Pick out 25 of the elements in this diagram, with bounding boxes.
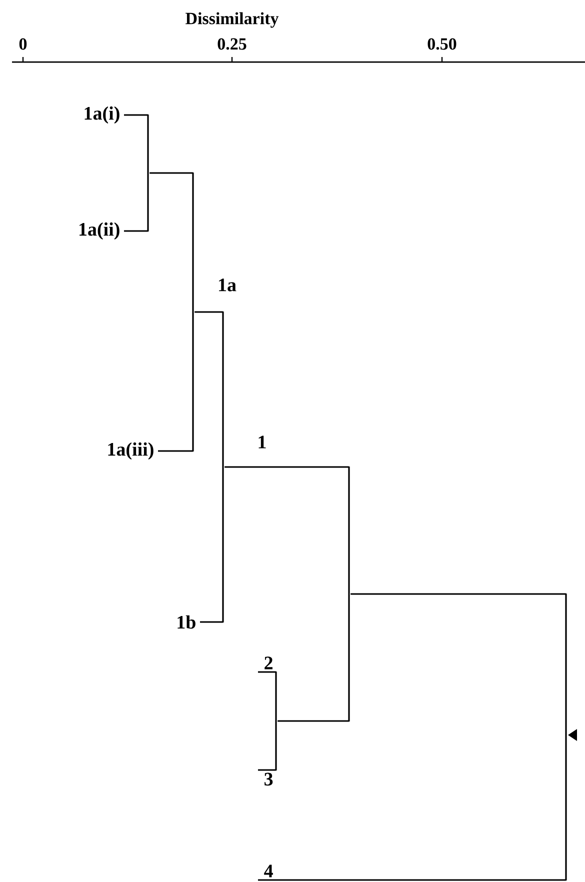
tick-label: 0	[19, 38, 27, 50]
cluster-label: 1	[258, 436, 266, 448]
tick-label: 0.25	[218, 38, 246, 50]
leaf-label: 4	[264, 864, 273, 878]
link-line	[158, 450, 193, 452]
leaf-label: 2	[264, 656, 272, 670]
link-line	[124, 230, 148, 232]
axis-title: Dissimilarity	[186, 12, 279, 28]
link-line	[350, 593, 566, 595]
leaf-label: 1a(iii)	[108, 442, 154, 460]
cluster-label: 1a	[219, 278, 236, 292]
link-line	[194, 311, 223, 313]
link-line	[258, 879, 566, 881]
link-line	[278, 720, 349, 722]
leaf-label: 1a(i)	[84, 106, 120, 124]
link-line	[258, 671, 276, 673]
link-line	[224, 466, 349, 468]
leaf-label: 1b	[178, 615, 196, 629]
leaf-label: 3	[264, 772, 273, 786]
link-line	[200, 621, 223, 623]
link-line	[124, 114, 148, 116]
tick-label: 0.50	[428, 38, 456, 50]
link-line	[150, 172, 193, 174]
leaf-label: 1a(ii)	[80, 222, 120, 240]
link-line	[258, 769, 276, 771]
